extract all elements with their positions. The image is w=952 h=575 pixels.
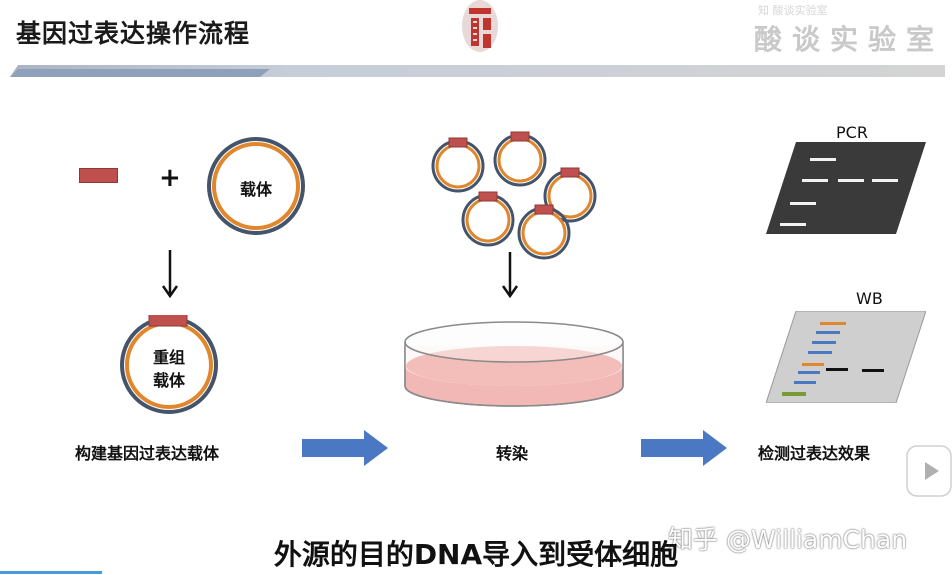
brand-small-text: 知 酸谈实验室 [758,4,828,17]
wb-label: WB [856,289,883,308]
insert-gene-fragment [79,168,118,183]
video-play-icon[interactable] [905,444,952,498]
vector-plasmid [206,136,306,236]
recombinant-vector-label-line2: 载体 [152,371,185,390]
header-divider [10,62,945,77]
recombinant-plasmid-cluster [430,128,605,263]
subtitle-caption: 外源的目的DNA导入到受体细胞 [273,538,679,571]
construct-step-caption: 构建基因过表达载体 [75,444,220,463]
recombinant-vector-plasmid [119,313,219,415]
seal-logo [457,0,503,56]
down-arrow-transfect [500,252,520,299]
pcr-gel-image [766,142,926,234]
flow-arrow-2 [641,430,727,466]
page-title: 基因过表达操作流程 [16,19,251,48]
vector-label: 载体 [239,180,272,199]
down-arrow-construct [160,250,180,299]
recombinant-vector-label-line1: 重组 [152,348,185,367]
watermark-text: 知乎 @WilliamChan [668,525,908,554]
western-blot-image [765,310,927,404]
brand-logo-text: 酸谈实验室 [753,23,944,56]
detect-step-caption: 检测过表达效果 [758,444,871,463]
progress-line [0,571,102,574]
pcr-label: PCR [836,123,868,142]
flow-arrow-1 [302,430,388,466]
petri-dish [403,320,625,408]
plus-sign: + [159,163,181,193]
transfect-step-caption: 转染 [496,444,529,463]
